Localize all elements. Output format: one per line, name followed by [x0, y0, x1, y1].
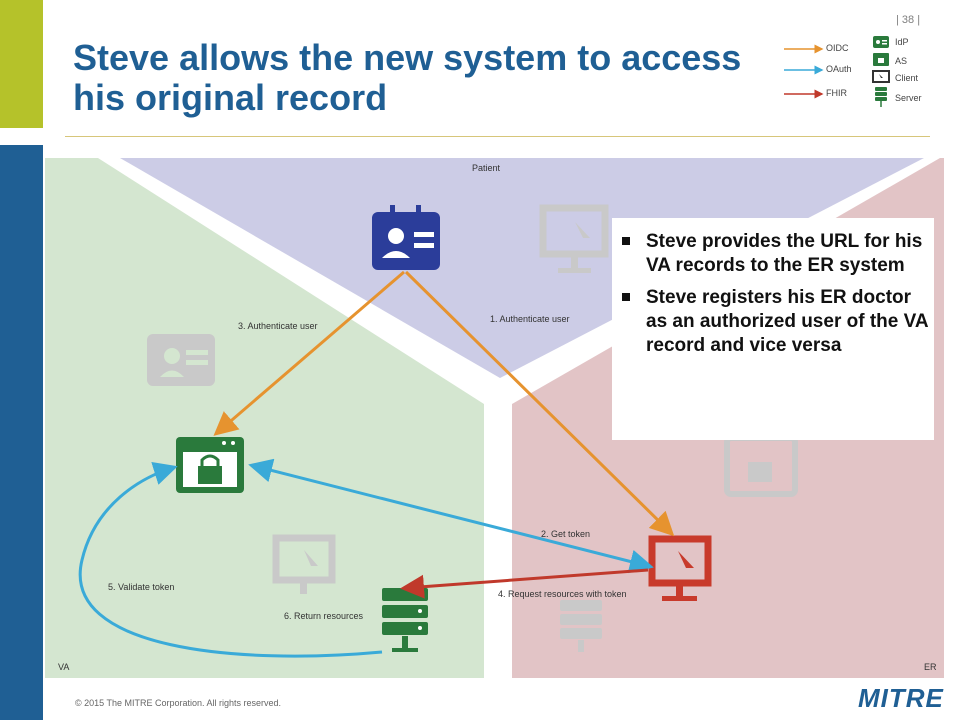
step4-fhir-arrow	[400, 568, 649, 599]
bullet-item: Steve registers his ER doctor as an auth…	[612, 286, 934, 358]
faded-id-card-icon	[147, 334, 215, 386]
bullet-text: Steve registers his ER doctor as an auth…	[646, 287, 928, 356]
sidebar-accent-top	[0, 0, 43, 128]
legend-as-label: AS	[895, 56, 908, 66]
mitre-logo: MITRE	[858, 683, 944, 713]
step3-oidc-arrow	[213, 270, 405, 436]
va-region-label: VA	[58, 662, 70, 672]
legend-idp-label: IdP	[895, 37, 909, 47]
bullet-item: Steve provides the URL for his VA record…	[612, 230, 934, 278]
legend-icons	[872, 36, 890, 107]
step5-label: 5. Validate token	[108, 582, 175, 592]
patient-region-label: Patient	[472, 163, 501, 173]
page-number: | 38 |	[896, 14, 921, 26]
monitor-icon	[872, 70, 890, 83]
step1-label: 1. Authenticate user	[490, 314, 570, 324]
lock-icon	[873, 53, 889, 66]
slide-title: Steve allows the new system to access hi…	[73, 37, 742, 118]
step2-oauth-arrow	[248, 458, 654, 574]
step4-label: 4. Request resources with token	[498, 589, 627, 599]
title-divider	[65, 136, 930, 137]
faded-server-icon	[560, 600, 602, 652]
er-region-label: ER	[924, 662, 937, 672]
sidebar-accent-bottom	[0, 145, 43, 720]
patient-region	[120, 158, 924, 378]
legend-arrows	[784, 44, 824, 99]
copyright-footer: © 2015 The MITRE Corporation. All rights…	[75, 698, 282, 708]
step2-label: 2. Get token	[541, 529, 591, 539]
step5-oauth-curve	[78, 461, 383, 658]
legend-client-label: Client	[895, 73, 919, 83]
step3-label: 3. Authenticate user	[238, 321, 318, 331]
server-icon	[875, 87, 887, 107]
id-card-icon	[873, 36, 889, 48]
idp-id-card-icon	[372, 205, 440, 270]
bullet-text: Steve provides the URL for his VA record…	[646, 231, 923, 276]
step6-label: 6. Return resources	[284, 611, 364, 621]
faded-monitor-icon	[539, 204, 609, 273]
va-lock-icon	[176, 437, 244, 493]
bullet-marker	[622, 293, 630, 301]
legend-server-label: Server	[895, 93, 922, 103]
legend-fhir-label: FHIR	[826, 88, 847, 98]
bullet-marker	[622, 237, 630, 245]
bullet-panel: Steve provides the URL for his VA record…	[612, 218, 934, 440]
legend-oidc-label: OIDC	[826, 43, 849, 53]
legend-oauth-label: OAuth	[826, 64, 852, 74]
